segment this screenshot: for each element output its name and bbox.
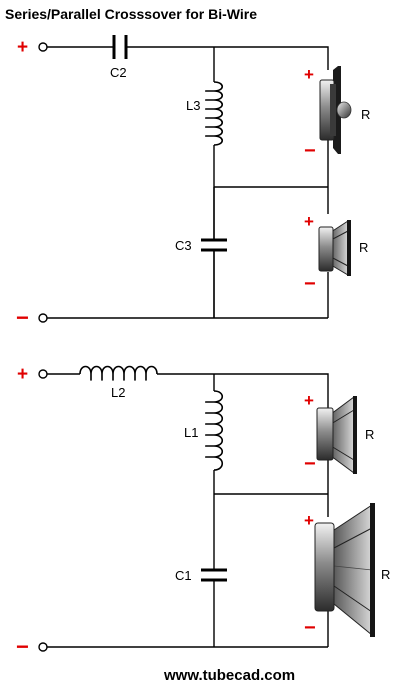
bottom-midrange-plus: + bbox=[304, 391, 314, 410]
top-midrange-minus: − bbox=[304, 273, 316, 295]
bottom-circuit: + − L2 L1 C1 + − R bbox=[16, 364, 390, 659]
woofer-speaker: + − R bbox=[304, 503, 390, 639]
footer-url: www.tubecad.com bbox=[163, 667, 295, 684]
bottom-input-minus: − bbox=[16, 634, 29, 659]
inductor-l2-label: L2 bbox=[111, 385, 125, 400]
capacitor-c1-label: C1 bbox=[175, 568, 192, 583]
bottom-midrange-speaker: + − R bbox=[304, 391, 374, 475]
capacitor-c3: C3 bbox=[175, 187, 230, 318]
capacitor-c2-label: C2 bbox=[110, 65, 127, 80]
top-input-minus-terminal bbox=[38, 313, 48, 323]
bottom-input-plus: + bbox=[17, 364, 28, 385]
tweeter-label: R bbox=[361, 107, 370, 122]
inductor-l1: L1 bbox=[184, 390, 224, 471]
capacitor-c2: C2 bbox=[110, 35, 128, 80]
capacitor-c3-label: C3 bbox=[175, 238, 192, 253]
bottom-input-plus-terminal bbox=[38, 369, 48, 379]
capacitor-c1: C1 bbox=[175, 568, 230, 583]
woofer-minus: − bbox=[304, 617, 316, 639]
woofer-plus: + bbox=[304, 511, 314, 530]
inductor-l3-label: L3 bbox=[186, 98, 200, 113]
tweeter-dome bbox=[336, 101, 352, 119]
top-circuit: + − C2 L3 C3 + bbox=[16, 35, 370, 330]
top-input-plus: + bbox=[17, 37, 28, 58]
inductor-l2: L2 bbox=[79, 365, 158, 400]
tweeter-speaker: + − R bbox=[304, 65, 370, 162]
tweeter-minus: − bbox=[304, 140, 316, 162]
top-midrange-speaker: + − R bbox=[304, 212, 368, 295]
inductor-l3: L3 bbox=[186, 81, 224, 146]
bottom-wiring bbox=[47, 373, 329, 648]
bottom-input-minus-terminal bbox=[38, 642, 48, 652]
top-midrange-label: R bbox=[359, 240, 368, 255]
top-midrange-plus: + bbox=[304, 212, 314, 231]
diagram-title: Series/Parallel Crosssover for Bi-Wire bbox=[5, 6, 257, 22]
bottom-midrange-label: R bbox=[365, 427, 374, 442]
woofer-label: R bbox=[381, 567, 390, 582]
tweeter-plus: + bbox=[304, 65, 314, 84]
top-input-plus-terminal bbox=[38, 42, 48, 52]
inductor-l1-label: L1 bbox=[184, 425, 198, 440]
top-input-minus: − bbox=[16, 305, 29, 330]
top-wiring bbox=[47, 46, 329, 319]
bottom-midrange-minus: − bbox=[304, 453, 316, 475]
